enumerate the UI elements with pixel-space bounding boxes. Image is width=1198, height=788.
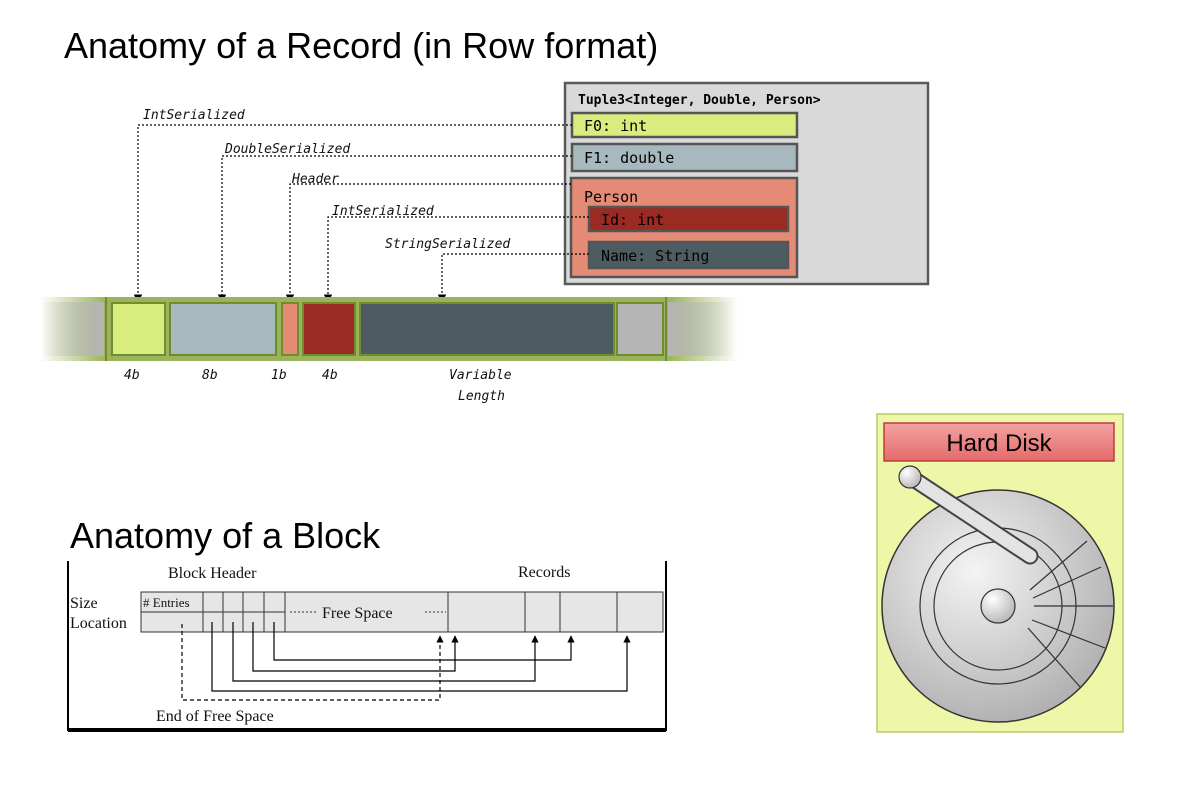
free-space-label: Free Space [322, 605, 393, 622]
slot-header [281, 302, 299, 356]
serialized-strip [40, 297, 738, 361]
records-label: Records [518, 564, 570, 581]
field-f1-label: F1: double [584, 149, 674, 167]
slot-int-1 [111, 302, 166, 356]
label-string-serialized: StringSerialized [385, 237, 510, 252]
slot-next [616, 302, 664, 356]
tuple-box: Tuple3<Integer, Double, Person> F0: int … [563, 81, 930, 286]
end-free-space-label: End of Free Space [156, 708, 274, 725]
size-label-5a: Variable [449, 368, 512, 383]
field-arrows [133, 124, 589, 303]
size-label: Size [70, 595, 98, 612]
end-free-space-pointer [181, 624, 444, 701]
tuple-type-label: Tuple3<Integer, Double, Person> [578, 93, 821, 108]
hard-disk-label-box [883, 422, 1115, 462]
size-label-5b: Length [458, 389, 505, 404]
disk-platter-icon [881, 465, 1115, 723]
entries-label: # Entries [143, 595, 190, 610]
arrow-double [217, 155, 572, 303]
field-f1-box [570, 142, 799, 173]
arrow-header [285, 183, 571, 303]
field-id-box [587, 205, 790, 233]
record-title: Anatomy of a Record (in Row format) [64, 25, 658, 66]
block-title: Anatomy of a Block [70, 515, 381, 556]
arrow-string [437, 253, 589, 303]
size-label-3: 1b [271, 368, 287, 383]
block-diagram: Block Header Records Size Location # Ent… [67, 561, 667, 732]
field-name-label: Name: String [601, 247, 709, 265]
hard-disk-illustration: Hard Disk [876, 413, 1124, 733]
label-int-serialized-1: IntSerialized [143, 108, 245, 123]
block-header-label: Block Header [168, 565, 257, 582]
slot-string [359, 302, 615, 356]
label-double-serialized: DoubleSerialized [224, 142, 350, 157]
slot-double [169, 302, 277, 356]
size-label-2: 8b [202, 368, 218, 383]
arrow-int1 [133, 124, 572, 303]
label-int-serialized-2: IntSerialized [332, 204, 434, 219]
location-label: Location [70, 615, 127, 632]
field-id-label: Id: int [601, 211, 664, 229]
slot-int-2 [302, 302, 356, 356]
hard-disk-label: Hard Disk [946, 430, 1052, 457]
label-header: Header [291, 172, 339, 187]
field-person-label: Person [584, 188, 638, 206]
size-label-4: 4b [322, 368, 338, 383]
field-f0-box [570, 111, 799, 139]
arrow-int2 [323, 216, 589, 303]
field-f0-label: F0: int [584, 117, 647, 135]
size-label-1: 4b [124, 368, 140, 383]
field-name-box [587, 240, 790, 270]
block-pointers [211, 622, 631, 692]
